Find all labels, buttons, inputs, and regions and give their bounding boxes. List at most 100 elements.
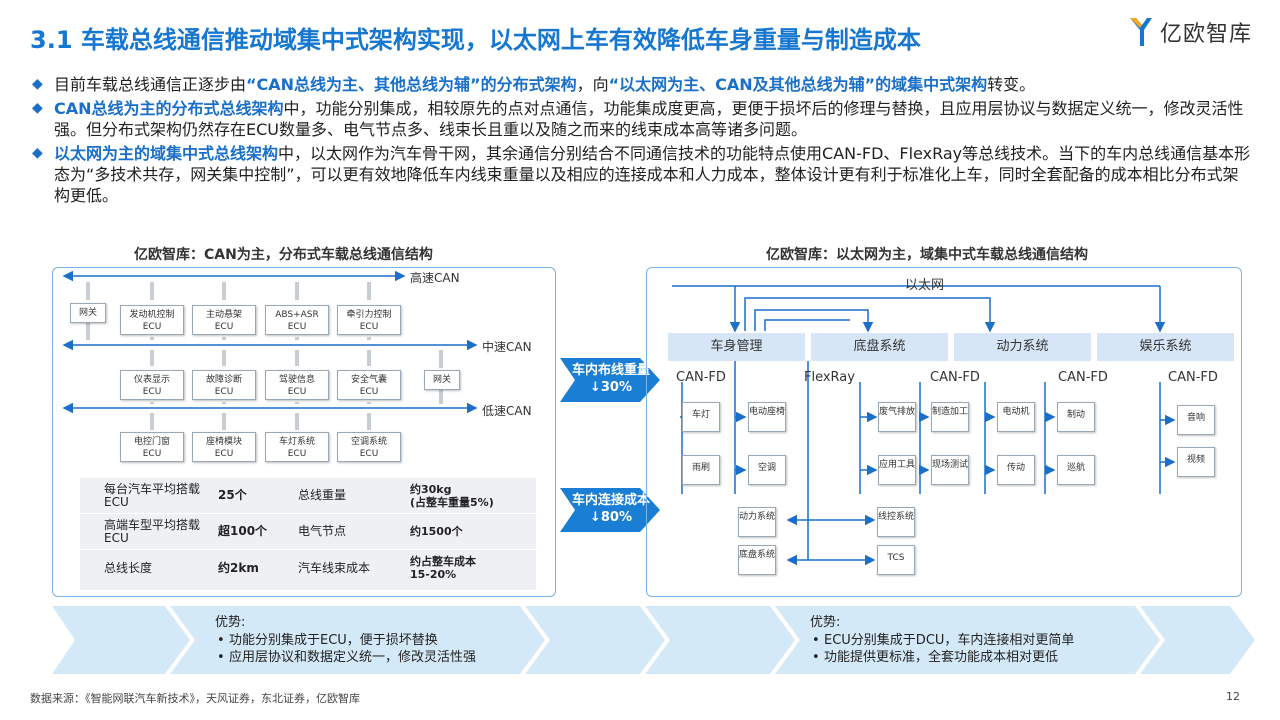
arrow-value: ↓30%: [589, 380, 632, 395]
ecu-label: ECU: [359, 387, 379, 397]
ethernet-label: 以太网: [905, 278, 945, 293]
stats-table: 每台汽车平均搭载ECU 25个 总线重量 约30kg (占整车重量5%) 高端车…: [80, 478, 536, 590]
ecu-box: 主动悬架 ECU: [192, 305, 256, 335]
node-box: 线控系统: [877, 507, 915, 537]
diamond-bullet-icon: ◆: [32, 76, 43, 92]
arrow-value: ↓80%: [589, 510, 632, 525]
bullet-segment: ，向: [576, 75, 609, 94]
ecu-box: 牵引力控制 ECU: [337, 305, 401, 335]
right-diagram-panel: [646, 267, 1242, 597]
node-box: 制动: [1057, 402, 1095, 432]
bullet-segment: 转变。: [987, 75, 1036, 94]
ecu-label: 牵引力控制: [346, 310, 392, 320]
bus-label-mid-can: 中速CAN: [482, 340, 532, 354]
node-box: 现场测试: [931, 455, 969, 485]
ecu-box: ABS+ASR ECU: [265, 305, 329, 335]
left-diagram-title: 亿欧智库：CAN为主，分布式车载总线通信结构: [134, 247, 433, 263]
bullet-text: CAN总线为主的分布式总线架构中，功能分别集成，相较原先的点对点通信，功能集成度…: [54, 98, 1252, 140]
table-row: 总线长度 约2km 汽车线束成本 约占整车成本 15-20%: [80, 550, 536, 586]
bullet-highlight: 以太网为主的域集中式总线架构: [54, 144, 279, 163]
table-cell: 25个: [218, 488, 247, 502]
logo-text: 亿欧智库: [1159, 22, 1252, 47]
node-box: 巡航: [1057, 455, 1095, 485]
page-title: 3.1 车载总线通信推动域集中式架构实现，以太网上车有效降低车身重量与制造成本: [30, 26, 921, 54]
table-row: 每台汽车平均搭载ECU 25个 总线重量 约30kg (占整车重量5%): [80, 478, 536, 514]
table-cell: 汽车线束成本: [298, 560, 371, 575]
protocol-label: CAN-FD: [1168, 370, 1218, 385]
table-cell: 超100个: [218, 524, 268, 538]
diamond-bullet-icon: ◆: [32, 145, 43, 161]
ecu-label: ABS+ASR: [275, 310, 319, 320]
arrow-cost-reduction: [560, 488, 660, 532]
right-diagram-title: 亿欧智库：以太网为主，域集中式车载总线通信结构: [766, 247, 1088, 263]
node-box: 电动座椅: [748, 402, 786, 432]
table-cell: 总线长度: [104, 560, 153, 575]
table-cell: 约1500个: [410, 525, 463, 538]
bullet-highlight: “CAN总线为主、其他总线为辅”的分布式架构: [246, 75, 577, 94]
advantages-heading: 优势:: [810, 615, 841, 630]
bullet-list: ◆ 目前车载总线通信正逐步由“CAN总线为主、其他总线为辅”的分布式架构，向“以…: [32, 74, 1252, 209]
advantage-item: ECU分别集成于DCU，车内连接相对更简单: [810, 632, 1074, 649]
system-powertrain: 动力系统: [954, 333, 1091, 361]
node-box: 传动: [997, 455, 1035, 485]
ecu-label: ECU: [142, 449, 162, 459]
table-cell: 每台汽车平均搭载ECU: [104, 481, 201, 509]
ecu-label: ECU: [287, 322, 307, 332]
node-box: 应用工具: [878, 455, 916, 485]
ecu-label: ECU: [214, 387, 234, 397]
ecu-label: 故障诊断: [205, 375, 242, 385]
ecu-box: 安全气囊 ECU: [337, 370, 401, 400]
ecu-label: ECU: [214, 449, 234, 459]
table-cell: 电气节点: [298, 524, 347, 538]
system-body-management: 车身管理: [668, 333, 805, 361]
gateway-box: 网关: [424, 370, 460, 390]
bullet-text: 目前车载总线通信正逐步由“CAN总线为主、其他总线为辅”的分布式架构，向“以太网…: [54, 74, 1035, 95]
ecu-box: 发动机控制 ECU: [120, 305, 184, 335]
ecu-label: 发动机控制: [129, 310, 175, 320]
bullet-segment: 中，功能分别集成，相较原先的点对点通信，功能集成度更高，更便于损坏后的修理与替换…: [54, 99, 1244, 139]
ecu-label: ECU: [287, 387, 307, 397]
ecu-label: 车灯系统: [278, 437, 315, 447]
node-box: 动力系统: [738, 507, 776, 537]
node-box: TCS: [877, 545, 915, 575]
ecu-box: 车灯系统 ECU: [265, 432, 329, 462]
node-box: 车灯: [682, 402, 720, 432]
protocol-label: FlexRay: [804, 370, 855, 385]
table-cell: 约30kg (占整车重量5%): [410, 482, 494, 509]
ecu-box: 电控门窗 ECU: [120, 432, 184, 462]
diamond-bullet-icon: ◆: [32, 100, 43, 116]
advantage-item: 应用层协议和数据定义统一，修改灵活性强: [215, 649, 476, 666]
bullet-segment: 目前车载总线通信正逐步由: [54, 75, 247, 94]
ecu-label: ECU: [142, 322, 162, 332]
bullet-highlight: “以太网为主、CAN及其他总线为辅”的域集中式架构: [608, 75, 988, 94]
advantage-item: 功能分别集成于ECU，便于损坏替换: [215, 632, 476, 649]
ecu-label: ECU: [359, 322, 379, 332]
ecu-label: 主动悬架: [205, 310, 242, 320]
bullet-segment: 中，以太网作为汽车骨干网，其余通信分别结合不同通信技术的功能特点使用CAN-FD…: [54, 144, 1251, 205]
system-entertainment: 娱乐系统: [1097, 333, 1234, 361]
ecu-label: 电控门窗: [133, 437, 170, 447]
ecu-box: 座椅模块 ECU: [192, 432, 256, 462]
table-cell: 总线重量: [298, 488, 347, 502]
arrow-label: 车内连接成本: [572, 493, 651, 508]
system-chassis: 底盘系统: [811, 333, 948, 361]
ecu-label: ECU: [142, 387, 162, 397]
gateway-box: 网关: [70, 303, 106, 323]
ecu-label: ECU: [287, 449, 307, 459]
node-box: 制造加工: [931, 402, 969, 432]
node-box: 底盘系统: [738, 545, 776, 575]
ecu-label: ECU: [359, 449, 379, 459]
ecu-label: 座椅模块: [205, 437, 242, 447]
ecu-label: 空调系统: [350, 437, 387, 447]
logo-mark-icon: [1129, 18, 1152, 46]
ecu-label: 安全气囊: [350, 375, 387, 385]
arrow-weight-reduction: [560, 358, 660, 402]
ecu-label: ECU: [214, 322, 234, 332]
advantages-right: 优势: ECU分别集成于DCU，车内连接相对更简单 功能提供更标准，全套功能成本…: [810, 614, 1074, 666]
bullet-item: ◆ CAN总线为主的分布式总线架构中，功能分别集成，相较原先的点对点通信，功能集…: [32, 98, 1252, 140]
arrow-cost-text: 车内连接成本 ↓80%: [572, 492, 650, 526]
bullet-item: ◆ 以太网为主的域集中式总线架构中，以太网作为汽车骨干网，其余通信分别结合不同通…: [32, 143, 1252, 206]
advantage-item: 功能提供更标准，全套功能成本相对更低: [810, 649, 1074, 666]
node-box: 雨刷: [682, 455, 720, 485]
